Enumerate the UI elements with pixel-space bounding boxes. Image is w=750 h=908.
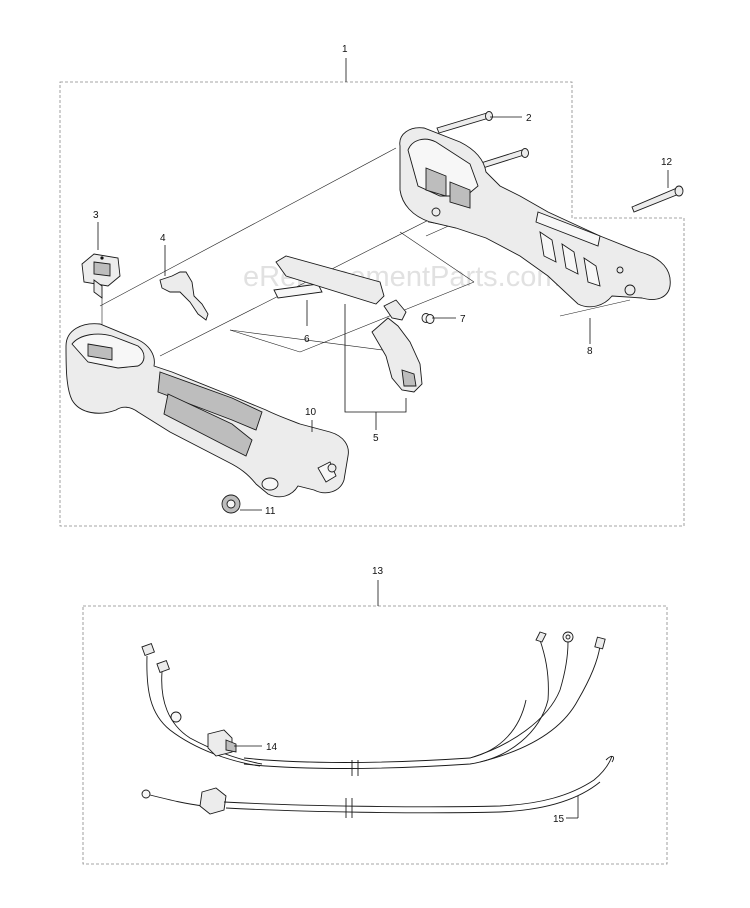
callout-6: 6: [304, 334, 310, 345]
nut-part-11: [221, 494, 241, 514]
handle-housing-part-8: [399, 127, 671, 308]
lever-part-4: [159, 271, 209, 321]
cover-part-6: [273, 283, 323, 299]
cable-harness-part-13: [141, 631, 606, 776]
callout-4: 4: [160, 233, 166, 244]
assembly-1-border: [59, 81, 685, 527]
cable-part-15: [141, 755, 615, 818]
bolt-part-12: [631, 185, 684, 213]
callout-10: 10: [305, 407, 317, 418]
throttle-trigger-part-5: [275, 255, 423, 393]
callout-12: 12: [661, 157, 673, 168]
switch-part-3: [81, 253, 121, 299]
callout-13: 13: [372, 566, 384, 577]
callout-5: 5: [373, 433, 379, 444]
spring-part-7: [421, 313, 435, 324]
callout-11: 11: [265, 506, 276, 517]
callout-14: 14: [266, 742, 278, 753]
callout-15: 15: [553, 814, 565, 825]
callout-2: 2: [526, 113, 532, 124]
assembly-13-border: [82, 605, 668, 865]
callout-7: 7: [460, 314, 466, 325]
callout-1: 1: [342, 44, 348, 55]
leader-lines: [97, 58, 669, 819]
callout-labels: 1 2 3 4 5 6 7 8 10 11 12 13 14 15: [93, 44, 673, 825]
callout-8: 8: [587, 346, 593, 357]
connector-part-14: [207, 729, 237, 757]
handle-part-10: [65, 323, 349, 498]
callout-3: 3: [93, 210, 99, 221]
